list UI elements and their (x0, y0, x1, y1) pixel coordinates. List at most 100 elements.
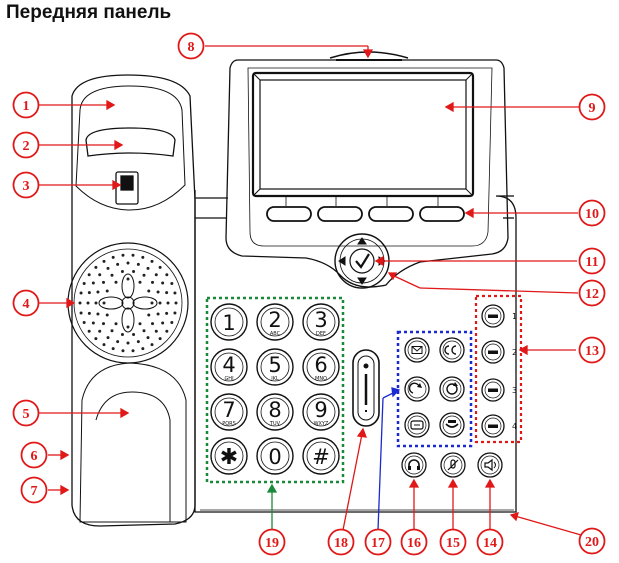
callout-9: 9 (578, 93, 606, 121)
bottom-keys (401, 452, 503, 478)
key-sublabel: TUV (269, 421, 281, 427)
transfer-icon[interactable] (404, 412, 430, 438)
callout-14: 14 (476, 528, 504, 556)
leader-19 (266, 483, 278, 530)
callout-6: 6 (20, 441, 48, 469)
headset-icon[interactable] (401, 452, 427, 478)
callout-8: 8 (177, 32, 205, 60)
callout-19: 19 (258, 528, 286, 556)
callout-12: 12 (578, 279, 606, 307)
callout-5: 5 (12, 399, 40, 427)
key-label: 7 (222, 398, 235, 422)
callout-number: 1 (23, 99, 30, 114)
key-sublabel: WXYZ (314, 421, 329, 427)
keypad-group (205, 296, 345, 484)
callout-10: 10 (578, 199, 606, 227)
display-housing (225, 51, 509, 288)
key-label: 0 (268, 445, 281, 469)
mute-icon[interactable] (440, 452, 466, 478)
callout-20: 20 (578, 527, 606, 555)
key-sublabel: GHI (224, 376, 233, 382)
key-1[interactable]: 1 (210, 303, 248, 341)
line-key-3[interactable]: 3 (481, 378, 517, 402)
grille-dots (78, 253, 178, 353)
callout-number: 16 (407, 536, 421, 551)
key-sublabel: MNO (315, 376, 327, 382)
envelope-icon[interactable] (404, 337, 430, 363)
redial-icon[interactable] (439, 376, 465, 402)
callout-number: 6 (31, 449, 38, 464)
soft-key-1[interactable] (266, 206, 312, 222)
line-keys: 1 2 3 4 (481, 304, 517, 438)
soft-keys (266, 206, 465, 222)
soft-key-3[interactable] (368, 206, 414, 222)
callout-number: 19 (265, 536, 279, 551)
line-key-number: 3 (512, 386, 517, 395)
callout-15: 15 (439, 528, 467, 556)
callout-number: 2 (23, 139, 30, 154)
callout-7: 7 (20, 476, 48, 504)
key-sublabel: JKL (270, 376, 279, 382)
callout-number: 11 (585, 255, 598, 270)
speaker-icon[interactable] (477, 452, 503, 478)
callout-number: 7 (31, 484, 38, 499)
key-label: 3 (314, 308, 327, 332)
line-key-2[interactable]: 2 (481, 340, 517, 364)
callout-2: 2 (12, 131, 40, 159)
line-keys-group (474, 294, 523, 444)
callout-18: 18 (327, 528, 355, 556)
speaker-grille (67, 242, 189, 364)
conference-icon[interactable] (439, 337, 465, 363)
key-label: 9 (314, 398, 327, 422)
callout-4: 4 (12, 289, 40, 317)
line-key-1[interactable]: 1 (481, 304, 517, 328)
line-key-number: 4 (512, 422, 517, 431)
function-keys-group (396, 330, 473, 448)
line-key-number: 1 (512, 312, 517, 321)
phone-body (194, 190, 517, 513)
hold-icon[interactable] (439, 412, 465, 438)
callout-number: 17 (371, 536, 385, 551)
key-label: 4 (222, 353, 235, 377)
callout-number: 10 (585, 207, 599, 222)
handset (71, 74, 196, 527)
page-title: Передняя панель (6, 2, 172, 23)
callout-number: 15 (446, 536, 460, 551)
callout-number: 3 (23, 179, 30, 194)
callout-number: 8 (188, 40, 195, 55)
call-forward-icon[interactable] (404, 376, 430, 402)
key-hash[interactable]: # (302, 437, 340, 475)
key-label: 2 (268, 308, 281, 332)
callout-number: 18 (334, 536, 348, 551)
leader-17 (377, 387, 401, 531)
key-label: 6 (314, 353, 327, 377)
callout-number: 20 (585, 535, 599, 550)
callout-number: 13 (585, 344, 599, 359)
callout-16: 16 (400, 528, 428, 556)
callout-number: 12 (585, 287, 599, 302)
key-0[interactable]: 0 (256, 437, 294, 475)
volume-key[interactable] (352, 349, 380, 427)
soft-key-4[interactable] (419, 206, 465, 222)
function-keys (404, 337, 465, 438)
callout-3: 3 (12, 171, 40, 199)
callout-13: 13 (578, 336, 606, 364)
callout-number: 5 (23, 407, 30, 422)
line-key-4[interactable]: 4 (481, 414, 517, 438)
callout-11: 11 (578, 247, 606, 275)
key-star[interactable]: ✱ (210, 437, 248, 475)
callout-number: 14 (483, 536, 497, 551)
key-label: # (312, 445, 330, 469)
soft-key-2[interactable] (317, 206, 363, 222)
callout-number: 9 (589, 101, 596, 116)
